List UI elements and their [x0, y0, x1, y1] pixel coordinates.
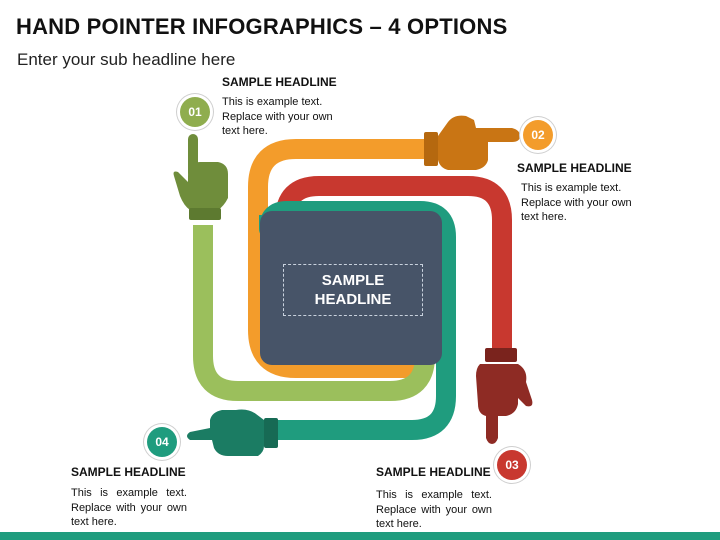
option-04-text: This is example text. Replace with your …	[71, 487, 187, 528]
option-02-number: 02	[531, 128, 545, 142]
option-02-badge: 02	[523, 120, 553, 150]
green-connector	[193, 225, 435, 401]
orange-connector	[248, 139, 432, 378]
option-01-number: 01	[188, 105, 202, 119]
option-03-badge: 03	[497, 450, 527, 480]
option-03-headline: SAMPLE HEADLINE	[376, 465, 491, 479]
hand-pointing-right-icon	[424, 115, 520, 170]
option-03-number: 03	[505, 458, 519, 472]
option-03-text: This is example text. Replace with your …	[376, 489, 492, 530]
option-01-badge: 01	[180, 97, 210, 127]
option-04-badge: 04	[147, 427, 177, 457]
center-box	[260, 211, 442, 365]
option-04-headline: SAMPLE HEADLINE	[71, 465, 186, 479]
hand-pointing-up-icon	[173, 134, 228, 220]
hand-pointing-left-icon	[187, 409, 278, 456]
hand-pointing-down-icon	[476, 348, 533, 444]
bottom-accent-bar	[0, 532, 720, 540]
option-02-text: This is example text. Replace with your …	[521, 182, 632, 223]
option-04-number: 04	[155, 435, 169, 449]
option-01-text: This is example text. Replace with your …	[222, 96, 333, 137]
center-headline: SAMPLE HEADLINE	[314, 272, 392, 308]
option-02-headline: SAMPLE HEADLINE	[517, 161, 632, 175]
page-subtitle: Enter your sub headline here	[17, 50, 236, 69]
option-01-headline: SAMPLE HEADLINE	[222, 75, 337, 89]
page-title: HAND POINTER INFOGRAPHICS – 4 OPTIONS	[16, 14, 508, 39]
center-headline-box: SAMPLE HEADLINE	[283, 264, 423, 316]
